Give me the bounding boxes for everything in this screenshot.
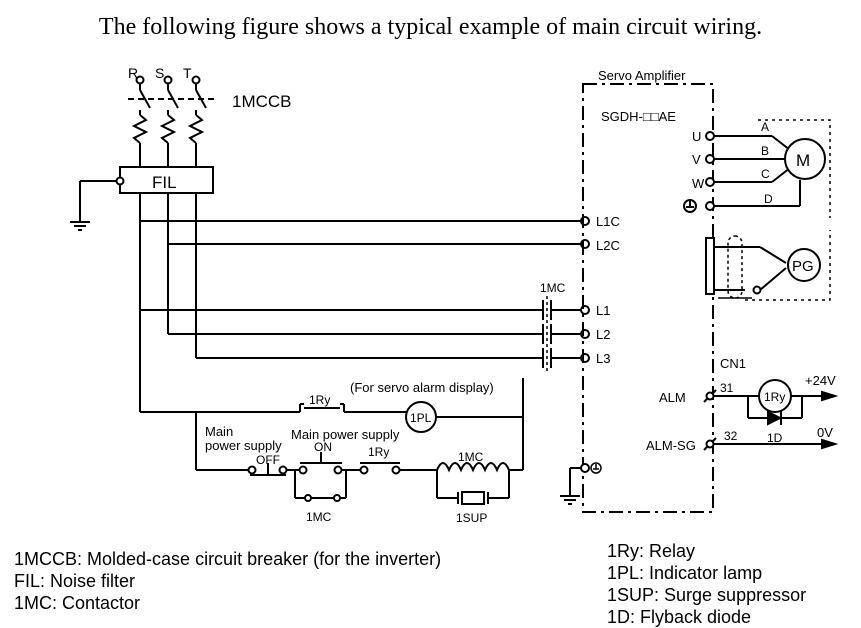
relay-contact-top — [299, 403, 345, 412]
servo-amplifier-box — [582, 83, 714, 513]
label-off: OFF — [256, 453, 280, 467]
noise-filter-box — [119, 166, 214, 194]
label-s: S — [155, 65, 164, 81]
amp-ground-icon — [683, 199, 697, 213]
label-a: A — [761, 120, 769, 134]
encoder-connector — [705, 237, 715, 295]
relay-contact-bottom — [359, 462, 401, 475]
label-alm: ALM — [659, 390, 686, 405]
label-ry-coil: 1Ry — [764, 390, 785, 404]
legend-item: 1MCCB: Molded-case circuit breaker (for … — [14, 549, 442, 569]
label-l2: L2 — [596, 327, 610, 342]
mc-main-contacts — [542, 296, 552, 372]
label-b: B — [761, 144, 769, 158]
label-motor: M — [796, 151, 810, 170]
label-mc-aux: 1MC — [306, 510, 332, 524]
pg-encoder-symbol — [787, 248, 821, 282]
label-l1c: L1C — [596, 214, 620, 229]
legend-item: 1MC: Contactor — [14, 593, 141, 613]
label-d: D — [764, 192, 773, 206]
label-main-ps-off-1: Main — [205, 424, 233, 439]
label-c: C — [761, 167, 770, 181]
label-almsg: ALM-SG — [646, 438, 696, 453]
legend-item: 1SUP: Surge suppressor — [607, 585, 807, 605]
legend-item: FIL: Noise filter — [14, 571, 136, 591]
terminal-u — [705, 131, 715, 141]
label-mc-coil: 1MC — [458, 450, 484, 464]
label-model: SGDH-□□AE — [601, 109, 676, 124]
label-r: R — [128, 65, 138, 81]
terminal-w — [705, 177, 715, 187]
label-l3: L3 — [596, 351, 610, 366]
label-servo-amplifier: Servo Amplifier — [598, 68, 686, 83]
label-almsg-pin: 32 — [724, 429, 738, 443]
legend-item: 1PL: Indicator lamp — [607, 563, 763, 583]
label-main-ps-on: Main power supply — [291, 427, 400, 442]
label-t: T — [183, 65, 192, 81]
label-v: V — [692, 152, 701, 167]
label-zero-v: 0V — [817, 425, 833, 440]
motor-symbol — [784, 138, 826, 180]
label-l2c: L2C — [596, 238, 620, 253]
surge-suppressor — [461, 491, 485, 505]
label-alarm-note: (For servo alarm display) — [350, 380, 494, 395]
flyback-diode — [767, 410, 783, 426]
label-ry-contact-bottom: 1Ry — [368, 445, 389, 459]
fg-ground-icon — [590, 462, 602, 474]
mc-coil — [436, 462, 510, 473]
label-diode: 1D — [767, 431, 783, 445]
label-ry-contact-top: 1Ry — [309, 393, 330, 407]
label-fil: FIL — [152, 173, 177, 192]
ground-symbol-filter — [70, 221, 90, 231]
label-pl: 1PL — [410, 411, 432, 425]
label-plus24: +24V — [805, 373, 836, 388]
ground-symbol-amp — [560, 495, 580, 505]
label-sup: 1SUP — [456, 511, 487, 525]
label-pg: PG — [792, 258, 814, 275]
label-mc-contact: 1MC — [540, 281, 566, 295]
legend-item: 1D: Flyback diode — [607, 607, 752, 627]
legend-item: 1Ry: Relay — [607, 541, 696, 561]
mc-aux-contact — [295, 494, 346, 502]
label-w: W — [692, 176, 705, 191]
legend-left: 1MCCB: Molded-case circuit breaker (for … — [14, 548, 441, 614]
label-cn1: CN1 — [720, 356, 746, 371]
label-main-ps-off-2: power supply — [205, 438, 282, 453]
terminal-v — [705, 154, 715, 164]
figure-caption: The following figure shows a typical exa… — [98, 14, 763, 40]
label-l1: L1 — [596, 303, 610, 318]
mccb-breaker — [128, 75, 218, 167]
label-mccb: 1MCCB — [232, 92, 292, 111]
label-on: ON — [314, 440, 332, 454]
label-u: U — [692, 129, 701, 144]
terminal-fg — [705, 201, 715, 211]
label-alm-pin: 31 — [720, 381, 734, 395]
on-button — [298, 452, 343, 475]
off-button — [247, 463, 288, 476]
legend-right: 1Ry: Relay 1PL: Indicator lamp 1SUP: Sur… — [607, 540, 806, 628]
